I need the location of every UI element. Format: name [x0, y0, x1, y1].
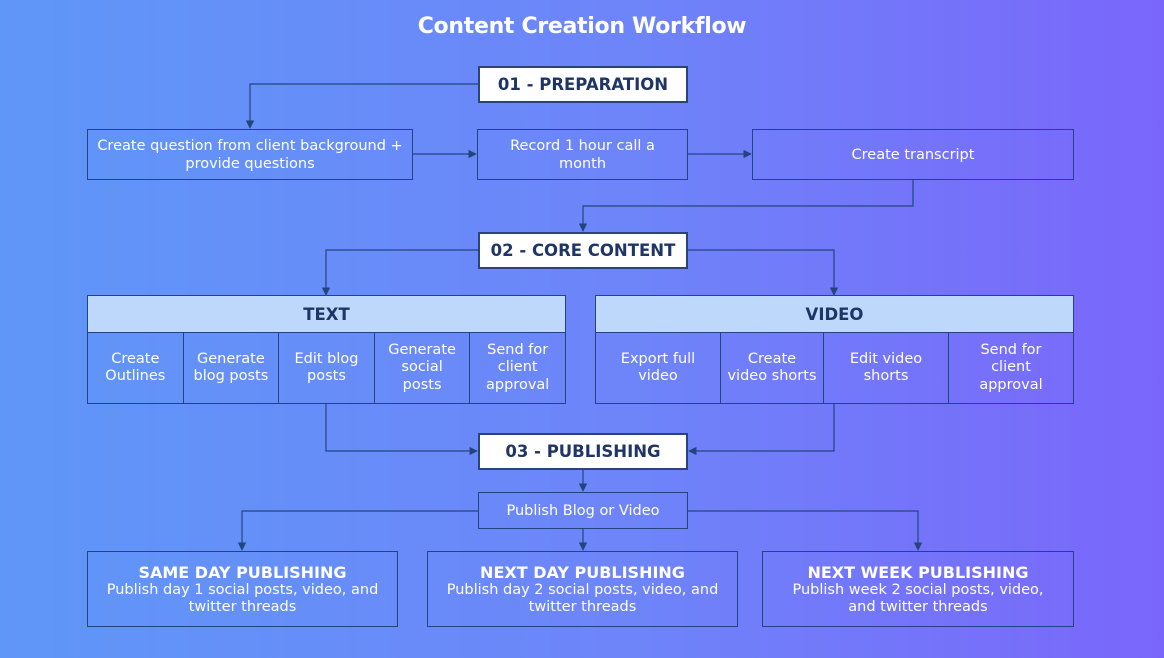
step-create-transcript: Create transcript [752, 129, 1074, 180]
text-panel: TEXT Create Outlines Generate blog posts… [87, 295, 566, 404]
video-step-export-full-video: Export full video [596, 333, 721, 403]
step-record-call: Record 1 hour call a month [477, 129, 688, 180]
arrow-transcript-to-core [578, 180, 914, 232]
arrow-video-to-publishing [688, 404, 835, 456]
publishing-option-title: NEXT DAY PUBLISHING [480, 562, 685, 582]
text-step-generate-social-posts: Generate social posts [375, 333, 471, 403]
arrow-text-to-publishing [325, 404, 478, 456]
step-publish-blog-or-video: Publish Blog or Video [478, 492, 688, 529]
publishing-option-next-day: NEXT DAY PUBLISHING Publish day 2 social… [427, 551, 738, 627]
diagram-title: Content Creation Workflow [417, 14, 747, 39]
publishing-option-same-day: SAME DAY PUBLISHING Publish day 1 social… [87, 551, 398, 627]
text-panel-header: TEXT [88, 296, 565, 333]
publishing-option-next-week: NEXT WEEK PUBLISHING Publish week 2 soci… [762, 551, 1074, 627]
video-panel: VIDEO Export full video Create video sho… [595, 295, 1074, 404]
video-step-create-video-shorts: Create video shorts [721, 333, 824, 403]
step-create-question: Create question from client background +… [87, 129, 413, 180]
arrow-core-to-video [688, 249, 839, 296]
stage-preparation: 01 - PREPARATION [478, 66, 688, 103]
text-step-create-outlines: Create Outlines [88, 333, 184, 403]
arrow-publish-to-next-week [688, 510, 923, 551]
text-step-generate-blog-posts: Generate blog posts [184, 333, 280, 403]
publishing-option-title: SAME DAY PUBLISHING [138, 562, 347, 582]
stage-publishing: 03 - PUBLISHING [478, 433, 688, 470]
publishing-option-title: NEXT WEEK PUBLISHING [807, 562, 1029, 582]
publishing-option-description: Publish week 2 social posts, video, and … [792, 581, 1044, 615]
video-panel-header: VIDEO [596, 296, 1073, 333]
arrow-publish-to-same-day [237, 510, 478, 551]
arrow-core-to-text [321, 249, 478, 296]
video-step-send-for-approval: Send for client approval [979, 341, 1043, 393]
text-step-edit-blog-posts: Edit blog posts [279, 333, 375, 403]
publishing-option-description: Publish day 2 social posts, video, and t… [446, 581, 719, 615]
publishing-option-description: Publish day 1 social posts, video, and t… [106, 581, 379, 615]
stage-core-content: 02 - CORE CONTENT [478, 232, 688, 269]
text-step-send-for-approval: Send for client approval [486, 341, 550, 393]
arrow-prep-to-question [245, 83, 478, 129]
video-step-edit-video-shorts: Edit video shorts [824, 333, 949, 403]
